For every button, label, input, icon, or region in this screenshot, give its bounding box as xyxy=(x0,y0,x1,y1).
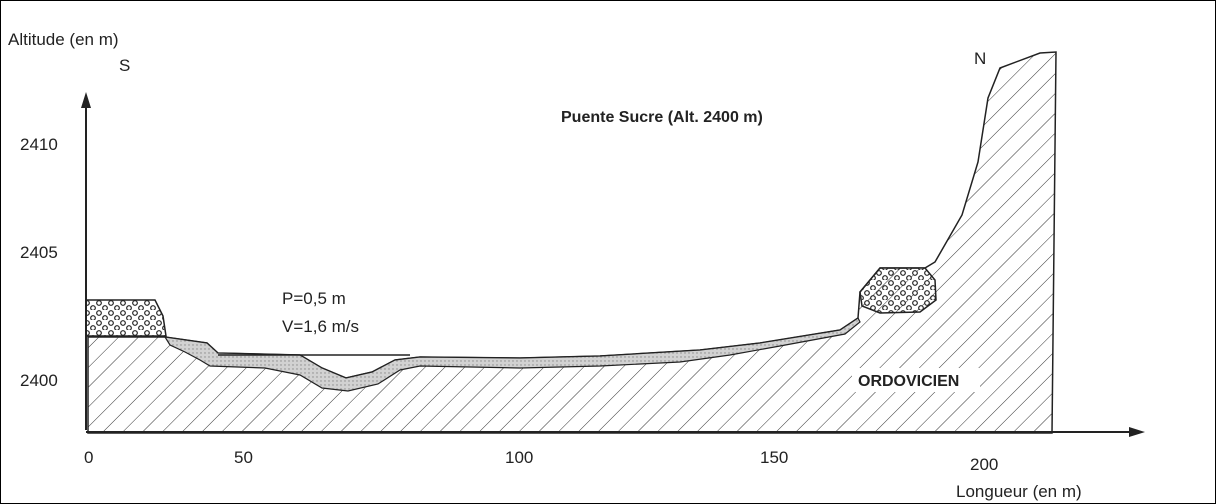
x-tick-50: 50 xyxy=(234,448,253,467)
right-bank-gravel xyxy=(859,267,937,314)
x-axis-label: Longueur (en m) xyxy=(956,482,1082,501)
x-tick-150: 150 xyxy=(760,448,788,467)
flow-depth-label: P=0,5 m xyxy=(282,289,346,308)
south-label: S xyxy=(119,56,130,75)
y-tick-2405: 2405 xyxy=(20,243,58,262)
y-tick-2400: 2400 xyxy=(20,371,58,390)
x-tick-100: 100 xyxy=(505,448,533,467)
x-tick-200: 200 xyxy=(970,455,998,474)
north-label: N xyxy=(974,49,986,68)
y-axis-label: Altitude (en m) xyxy=(8,30,119,49)
x-tick-0: 0 xyxy=(84,448,93,467)
x-axis-arrow xyxy=(1129,427,1145,437)
formation-label: ORDOVICIEN xyxy=(858,373,959,390)
y-axis-arrow xyxy=(81,92,91,108)
y-tick-2410: 2410 xyxy=(20,135,58,154)
formation-label-backdrop xyxy=(852,368,980,392)
riverbed-sediment xyxy=(163,317,861,392)
diagram-title: Puente Sucre (Alt. 2400 m) xyxy=(561,109,763,126)
left-bank-gravel xyxy=(85,299,167,337)
flow-velocity-label: V=1,6 m/s xyxy=(282,317,359,336)
